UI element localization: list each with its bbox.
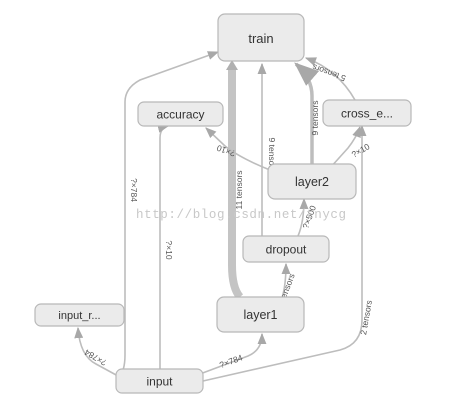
label-cross-to-train: 5 tensors: [311, 62, 347, 83]
node-accuracy[interactable]: accuracy: [137, 101, 224, 127]
edge-cross-to-train[interactable]: [304, 57, 356, 101]
edge-input-to-layer1[interactable]: [199, 332, 267, 375]
edge-layer2-to-train[interactable]: [294, 62, 320, 165]
edge-layer2-to-accuracy[interactable]: [205, 127, 271, 171]
edge-layer1-to-train-arrowhead: [226, 60, 238, 70]
label-input-to-train: ?×784: [129, 178, 139, 202]
label-input-to-cross: 2 tensors: [358, 299, 374, 335]
node-dropout[interactable]: dropout: [242, 235, 330, 263]
node-layer1-label: layer1: [243, 308, 277, 322]
node-input-reshape-label: input_r...: [58, 310, 100, 322]
label-layer2-to-cross: ?×10: [350, 141, 372, 159]
node-cross-entropy[interactable]: cross_e...: [322, 99, 412, 127]
node-train[interactable]: train: [217, 13, 305, 62]
node-cross-entropy-label: cross_e...: [341, 107, 393, 121]
edge-layer1-to-train[interactable]: [228, 68, 244, 300]
edge-layer2-to-cross[interactable]: [329, 125, 361, 169]
label-layer1-to-train: 11 tensors: [234, 170, 244, 209]
node-accuracy-label: accuracy: [156, 108, 204, 122]
label-layer2-to-train: 9 tensors: [310, 101, 320, 136]
edge-input-to-input-reshape[interactable]: [74, 326, 119, 377]
node-layer2[interactable]: layer2: [267, 163, 357, 200]
label-input-to-accuracy: ?×10: [164, 240, 174, 259]
node-layer2-label: layer2: [295, 175, 329, 189]
node-input-label: input: [146, 375, 173, 389]
edge-input-to-cross[interactable]: [202, 124, 367, 382]
watermark-text: http://blog.csdn.net/tnycg: [136, 208, 347, 222]
node-dropout-label: dropout: [266, 243, 307, 257]
edges: [74, 51, 367, 382]
node-input[interactable]: input: [115, 368, 204, 394]
node-layer1[interactable]: layer1: [216, 296, 305, 333]
edge-dropout-to-layer2[interactable]: [297, 197, 309, 237]
label-input-to-layer1: ?×784: [218, 352, 244, 370]
label-input-to-input-reshape: ?×784: [82, 347, 108, 368]
node-train-label: train: [248, 31, 273, 46]
node-input-reshape[interactable]: input_r...: [34, 303, 125, 327]
edge-layer1-to-dropout[interactable]: [281, 262, 291, 299]
label-dropout-to-train: 9 tensors: [267, 138, 277, 173]
